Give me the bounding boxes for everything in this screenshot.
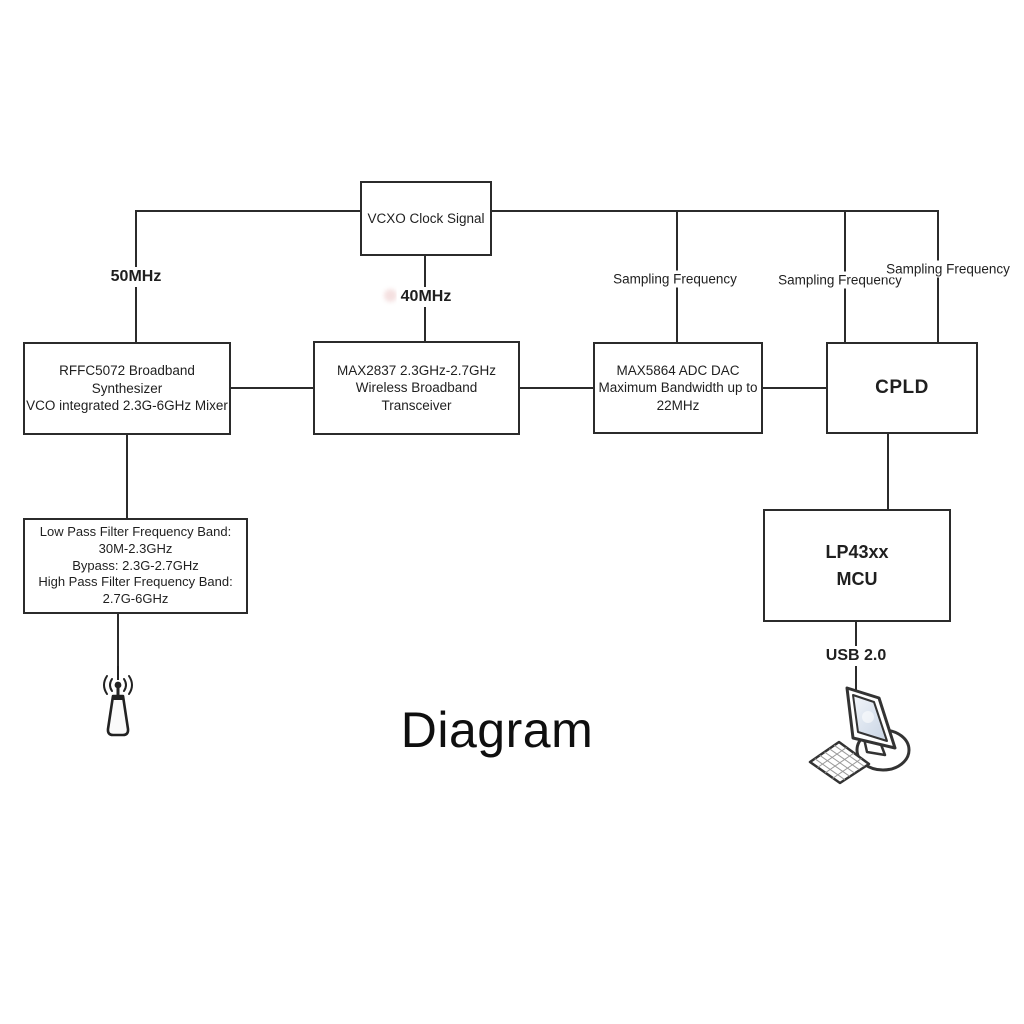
wire-clock-to-rffc-horizontal (135, 210, 362, 212)
edge-label-40mhz: 40MHz (396, 287, 456, 307)
edge-label-sampling-frequency-adc: Sampling Frequency (609, 270, 741, 288)
edge-label-50mhz: 50MHz (106, 267, 166, 287)
edge-label-usb-2-0: USB 2.0 (821, 646, 891, 666)
wire-cpld-to-mcu (887, 432, 889, 511)
edge-label-sampling-frequency-cpld-right: Sampling Frequency (882, 260, 1014, 278)
antenna-icon (103, 666, 133, 737)
max5864-adc-dac-box: MAX5864 ADC DAC Maximum Bandwidth up to … (593, 342, 763, 434)
pink-artifact-smudge (384, 289, 397, 302)
desktop-computer-icon (808, 686, 911, 785)
vcxo-clock-box: VCXO Clock Signal (360, 181, 492, 256)
wire-filter-to-antenna (117, 611, 119, 673)
wire-max5864-to-cpld (761, 387, 828, 389)
wire-max2837-to-max5864 (518, 387, 595, 389)
max2837-transceiver-box: MAX2837 2.3GHz-2.7GHz Wireless Broadband… (313, 341, 520, 435)
wire-rffc-to-max2837 (229, 387, 315, 389)
lp43xx-mcu-box: LP43xx MCU (763, 509, 951, 622)
edge-label-sampling-frequency-cpld-left: Sampling Frequency (774, 271, 906, 289)
cpld-box: CPLD (826, 342, 978, 434)
wire-rffc-to-filter (126, 433, 128, 520)
rf-filter-box: Low Pass Filter Frequency Band: 30M-2.3G… (23, 518, 248, 614)
wire-clock-distribution-horizontal (490, 210, 939, 212)
diagram-title: Diagram (400, 702, 594, 758)
rffc5072-synthesizer-box: RFFC5072 Broadband Synthesizer VCO integ… (23, 342, 231, 435)
